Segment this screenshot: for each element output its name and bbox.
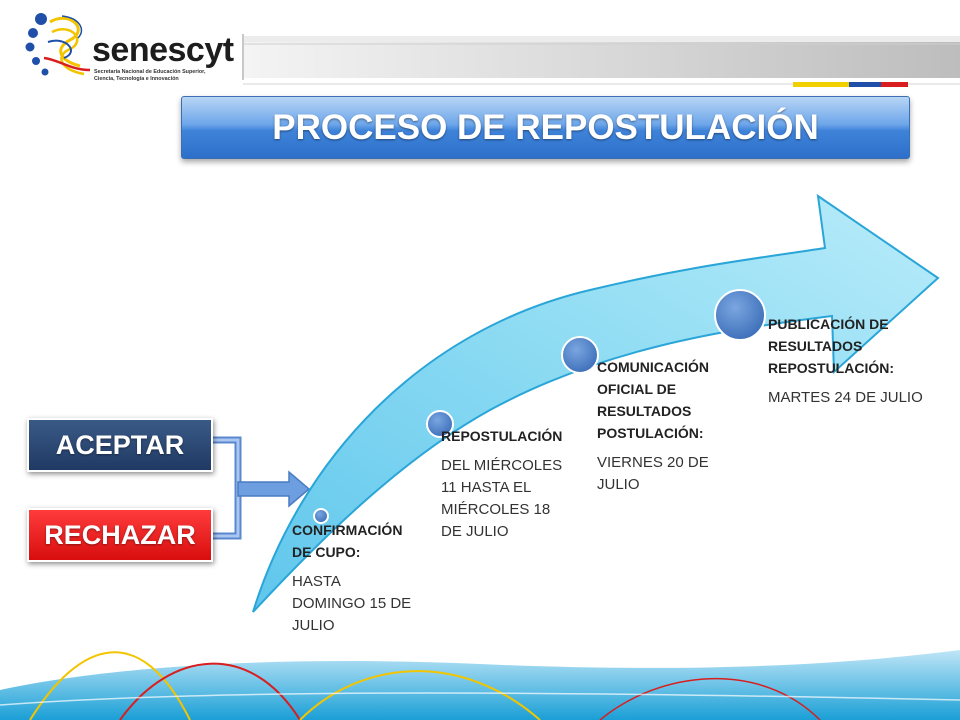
brand-subtitle-line-1: Secretaría Nacional de Educación Superio… (94, 69, 206, 75)
step-4-title-line: PUBLICACIÓN DE (768, 316, 889, 332)
brand-name: senescyt (92, 31, 234, 69)
reject-button[interactable]: RECHAZAR (27, 508, 213, 562)
step-3: COMUNICACIÓN OFICIAL DE RESULTADOS POSTU… (597, 356, 757, 496)
step-2-body-line: 11 HASTA EL (441, 479, 532, 496)
step-1-title-line: DE CUPO: (292, 544, 361, 560)
milestone-dot-2 (426, 410, 454, 438)
milestone-dot-3 (561, 336, 599, 374)
brand-subtitle-line-2: Ciencia, Tecnología e Innovación (94, 76, 179, 82)
header-band (242, 34, 960, 85)
step-2-body-line: MIÉRCOLES 18 (441, 501, 551, 518)
step-3-body-line: VIERNES 20 DE (597, 454, 709, 471)
step-3-body-line: JULIO (597, 476, 640, 493)
milestone-dot-4 (714, 289, 766, 341)
logo-icon (25, 13, 91, 76)
step-3-title-line: OFICIAL DE (597, 381, 677, 397)
step-3-title-line: COMUNICACIÓN (597, 359, 709, 375)
flag-stripe (793, 82, 908, 87)
step-2-title-line: REPOSTULACIÓN (441, 428, 563, 444)
connector-bracket (209, 436, 242, 540)
process-arrow (252, 193, 940, 613)
footer-wave (0, 650, 960, 720)
step-4-body-line: MARTES 24 DE JULIO (768, 389, 923, 406)
step-2: REPOSTULACIÓN DEL MIÉRCOLES 11 HASTA EL … (441, 425, 591, 543)
step-1-body-line: JULIO (292, 617, 335, 634)
step-4-title-line: RESULTADOS (768, 338, 863, 354)
connector-arrow (237, 470, 311, 508)
step-1-body-line: HASTA (292, 573, 341, 590)
step-4: PUBLICACIÓN DE RESULTADOS REPOSTULACIÓN:… (768, 313, 953, 409)
step-1-body-line: DOMINGO 15 DE (292, 595, 412, 612)
step-2-body-line: DEL MIÉRCOLES (441, 457, 563, 474)
step-1-title-line: CONFIRMACIÓN (292, 522, 403, 538)
step-1: CONFIRMACIÓN DE CUPO: HASTA DOMINGO 15 D… (292, 519, 442, 637)
milestone-dot-1 (313, 508, 329, 524)
accept-button[interactable]: ACEPTAR (27, 418, 213, 472)
step-3-title-line: POSTULACIÓN: (597, 425, 704, 441)
step-3-title-line: RESULTADOS (597, 403, 692, 419)
step-4-title-line: REPOSTULACIÓN: (768, 360, 894, 376)
step-2-body-line: DE JULIO (441, 523, 509, 540)
page-title: PROCESO DE REPOSTULACIÓN (181, 96, 910, 159)
